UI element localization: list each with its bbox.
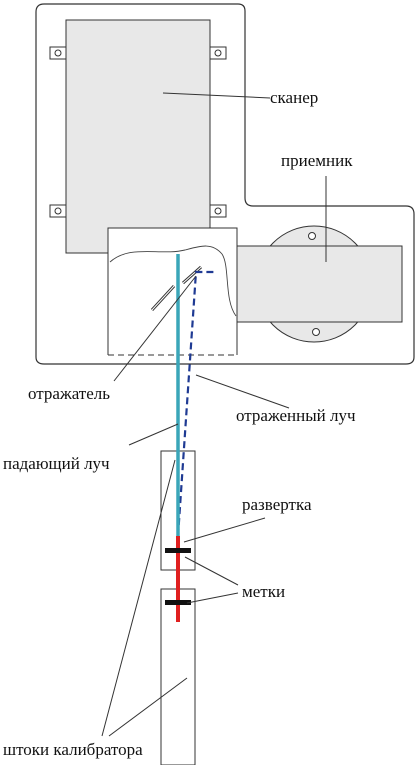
reflector-mirror-upper-inner — [182, 266, 202, 284]
receiver-body — [233, 245, 403, 323]
leader-lines — [101, 92, 327, 737]
label-sweep: развертка — [242, 495, 312, 514]
scanner-block — [65, 19, 211, 254]
label-receiver: приемник — [281, 151, 353, 170]
reflected-beam — [176, 270, 217, 537]
label-reflector: отражатель — [28, 384, 110, 403]
cover-curve — [109, 245, 237, 317]
label-calibrator-rods: штоки калибратора — [3, 740, 143, 759]
reflector-mirror-lower-inner — [151, 285, 175, 311]
housing-outline — [35, 3, 415, 365]
label-scanner: сканер — [270, 88, 318, 107]
label-marks: метки — [242, 582, 285, 601]
mark-upper — [165, 548, 191, 553]
receiver-bolt-top — [308, 232, 316, 240]
label-incident-beam: падающий луч — [3, 454, 110, 473]
optical-window-box — [107, 227, 238, 355]
receiver-bolt-bottom — [312, 328, 320, 336]
label-reflected-beam: отраженный луч — [236, 406, 356, 425]
mark-lower — [165, 600, 191, 605]
mounting-ears — [49, 46, 227, 218]
